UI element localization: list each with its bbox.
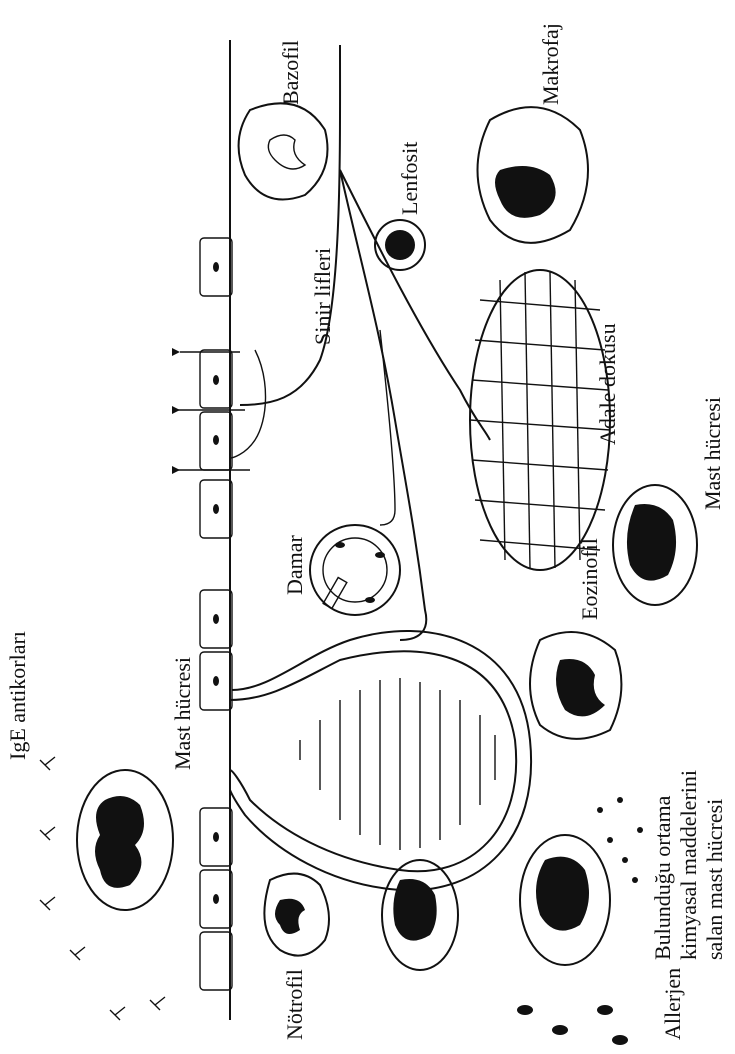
label-vessel: Damar [282,534,307,595]
basophil-cell [239,103,328,199]
mast-cell-ige [77,770,173,910]
label-degranulating-line3: salan mast hücresi [702,799,727,960]
label-mast-cell-bottom: Mast hücresi [700,397,725,510]
label-nerve-fibers: Sinir lifleri [310,248,335,345]
degranulating-mast-cell [520,797,643,965]
label-muscle-tissue: Adale dokusu [595,323,620,445]
label-ige-antibodies: IgE antikorları [5,631,30,760]
epithelial-cells [200,238,232,990]
muscle-tissue [470,270,610,570]
label-lymphocyte: Lenfosit [397,142,422,215]
label-degranulating-line1: Bulunduğu ortama [650,795,675,960]
blood-vessel [310,525,400,615]
label-basophil: Bazofil [278,40,303,105]
allergen-particles [517,1005,628,1045]
mast-cell-right [613,485,697,605]
macrophage-cell [478,107,589,243]
label-macrophage: Makrofaj [538,23,563,105]
epithelium [200,40,232,1020]
neutrophil-cell [264,874,329,956]
ige-antibodies [40,757,165,1020]
label-degranulating-line2: kimyasal maddelerini [676,770,701,960]
mast-cell-lower [382,860,458,970]
label-neutrophil: Nötrofil [282,969,307,1040]
lymphocyte-cell [375,220,425,270]
label-allergen: Allerjen [660,968,685,1040]
label-eosinophil: Eozinofil [577,538,602,620]
label-mast-cell-top: Mast hücresi [170,657,195,770]
gland [230,631,531,890]
eosinophil-cell [530,632,621,739]
